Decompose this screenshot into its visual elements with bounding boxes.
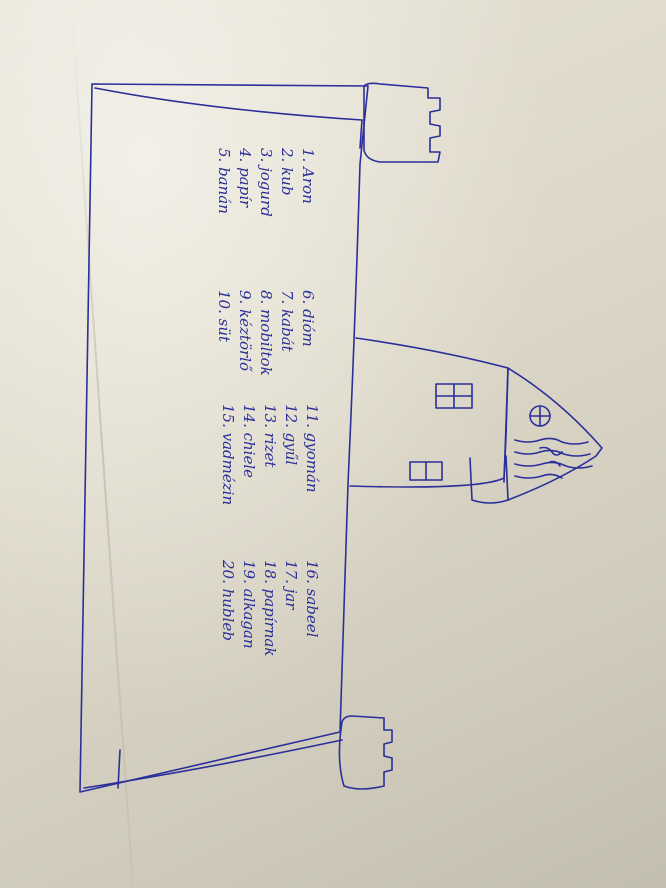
list-item: 7. kabát [278,290,296,352]
list-item: 6. dióm [299,290,317,347]
list-item: 15. vadmézin [219,404,237,506]
list-item: 5. banán [215,148,233,214]
list-item: 17. jar [282,560,300,610]
list-item: 4. papír [236,148,254,208]
bottom-tower-shaft [83,739,343,789]
list-item: 16. sabeel [303,560,321,638]
gatehouse-body [349,337,509,488]
top-tower-shaft [94,87,363,121]
list-item: 11. gyomán [303,404,321,493]
list-item: 10. süt [215,290,233,343]
list-item: 18. papírnak [261,560,279,657]
list-item: 12. gyűl [282,404,300,466]
wall-outline [79,83,369,793]
bottom-tower-head [338,715,393,790]
list-item: 13. rizet [261,404,279,468]
list-item: 8. mobiltok [257,290,275,376]
list-item: 1. Aron [299,148,317,204]
gatehouse-roof [507,367,603,501]
list-column-2: 6. dióm 7. kabát 8. mobiltok 9. kéztörlő… [213,290,318,376]
list-item: 14. chiele [240,404,258,479]
list-item: 20. hubleb [219,560,237,641]
list-column-1: 1. Aron 2. kub 3. jogurd 4. papír 5. ban… [213,148,318,217]
list-item: 2. kub [278,148,296,196]
list-column-3: 11. gyomán 12. gyűl 13. rizet 14. chiele… [217,404,322,505]
list-item: 3. jogurd [257,148,275,217]
list-item: 9. kéztörlő [236,290,254,372]
list-item: 19. alkagan [240,560,258,649]
list-column-4: 16. sabeel 17. jar 18. papírnak 19. alka… [217,560,322,656]
top-tower-head [363,82,441,163]
